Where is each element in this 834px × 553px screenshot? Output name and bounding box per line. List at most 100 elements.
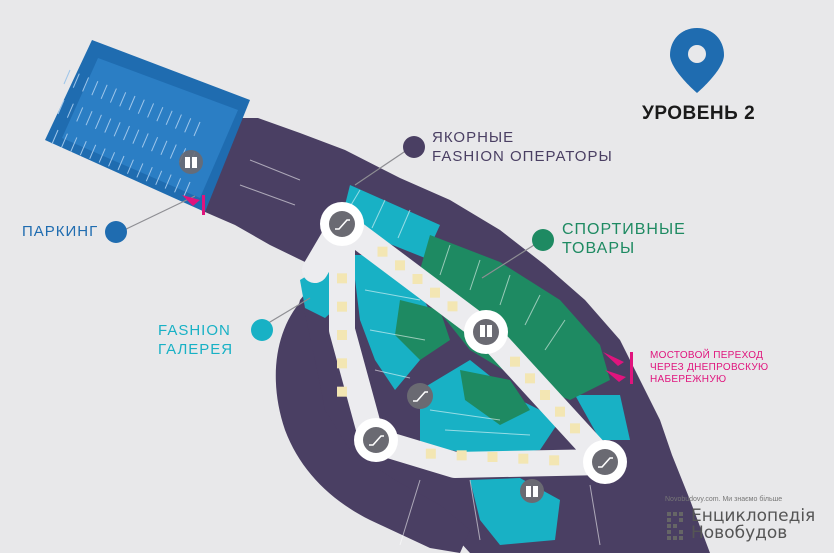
parking-stall-line bbox=[184, 118, 192, 133]
corridor-mark bbox=[377, 246, 388, 257]
corridor-mark bbox=[430, 287, 440, 298]
parking-stall-line bbox=[70, 137, 78, 152]
corridor-mark bbox=[540, 390, 550, 400]
parking-stall-line bbox=[151, 136, 159, 152]
corridor-mark bbox=[337, 301, 347, 312]
parking-stall-line bbox=[100, 84, 108, 100]
parking-stall-line bbox=[128, 95, 136, 111]
parking-stall-line bbox=[94, 114, 102, 130]
anchor-label-line1: ЯКОРНЫЕ bbox=[432, 129, 515, 146]
corridor-mark bbox=[412, 274, 423, 284]
parking-label: ПАРКИНГ bbox=[22, 222, 98, 241]
parking-stall-line bbox=[174, 178, 182, 193]
parking-stall-line bbox=[113, 122, 121, 137]
parking-stall-line bbox=[165, 110, 173, 126]
parking-stall-line bbox=[57, 99, 65, 115]
parking-stall-line bbox=[183, 181, 191, 197]
corridor-mark bbox=[337, 386, 347, 397]
parking-stall-line bbox=[63, 69, 71, 85]
parking-stall-line bbox=[117, 155, 125, 171]
corridor-mark bbox=[456, 450, 467, 461]
parking-stall-line bbox=[169, 144, 177, 159]
corridor-mark bbox=[425, 448, 436, 459]
watermark-line2: Новобудов bbox=[691, 523, 788, 543]
anchor-label: ЯКОРНЫЕ FASHION ОПЕРАТОРЫ bbox=[432, 128, 613, 166]
parking-stall-line bbox=[137, 99, 145, 114]
watermark: Novobudovy.com. Ми знаємо більше Енцикло… bbox=[665, 496, 830, 550]
level-title: УРОВЕНЬ 2 bbox=[642, 103, 756, 124]
parking-stall-line bbox=[72, 73, 80, 88]
parking-stall-line bbox=[51, 129, 59, 145]
south-elevator-hub[interactable] bbox=[520, 479, 544, 503]
parking-stall-line bbox=[160, 140, 168, 156]
parking-stall-line bbox=[104, 118, 112, 133]
corridor-mark bbox=[555, 406, 565, 417]
parking-stall-line bbox=[82, 77, 90, 92]
parking-stall-line bbox=[123, 125, 130, 141]
store-dividers bbox=[239, 159, 601, 546]
corridor-mark bbox=[510, 356, 520, 367]
parking-stall-line bbox=[108, 152, 116, 167]
bridge-note-line1: МОСТОВОЙ ПЕРЕХОД bbox=[650, 350, 764, 361]
hub-mid[interactable] bbox=[407, 383, 433, 409]
corridor-mark bbox=[487, 452, 498, 462]
fashion-label: FASHION ГАЛЕРЕЯ bbox=[158, 321, 233, 359]
sports-zone[interactable] bbox=[395, 235, 610, 425]
parking-callout-dot[interactable] bbox=[105, 221, 127, 243]
bridge-note-line3: НАБЕРЕЖНУЮ bbox=[650, 374, 727, 385]
location-pin-icon bbox=[670, 28, 724, 93]
corridor-mark bbox=[525, 373, 535, 384]
corridor-marks bbox=[337, 246, 580, 466]
anchor-store-west[interactable] bbox=[275, 300, 470, 553]
corridor-mark bbox=[337, 330, 347, 340]
hub-sw[interactable] bbox=[354, 418, 398, 462]
hub-nw[interactable] bbox=[320, 202, 364, 246]
anchor-callout-dot[interactable] bbox=[403, 136, 425, 158]
hub-se[interactable] bbox=[583, 440, 627, 484]
parking-stall-line bbox=[156, 106, 164, 122]
parking-stall-line bbox=[193, 121, 201, 137]
parking-elevator-hub[interactable] bbox=[179, 150, 203, 174]
parking-spots bbox=[51, 69, 201, 197]
parking-stall-line bbox=[132, 129, 140, 144]
corridor-mark bbox=[395, 260, 405, 271]
corridor-mark bbox=[549, 455, 560, 466]
bridge-note: МОСТОВОЙ ПЕРЕХОД ЧЕРЕЗ ДНЕПРОВСКУЮ НАБЕР… bbox=[650, 350, 768, 386]
parking-stall-line bbox=[85, 110, 93, 126]
sport-callout-dot[interactable] bbox=[532, 229, 554, 251]
parking-stall-line bbox=[174, 114, 182, 129]
watermark-logo-icon bbox=[667, 512, 683, 540]
parking-stall-line bbox=[141, 133, 149, 148]
watermark-line1: Енциклопедія bbox=[691, 506, 816, 526]
parking-stall-line bbox=[79, 140, 87, 156]
fashion-label-line2: ГАЛЕРЕЯ bbox=[158, 341, 234, 358]
callout-lines bbox=[119, 147, 543, 326]
parking-stall-line bbox=[60, 133, 68, 148]
parking-link-marker bbox=[182, 195, 205, 215]
watermark-caption: Novobudovy.com. Ми знаємо більше bbox=[665, 496, 783, 503]
elevator-icon bbox=[526, 486, 538, 497]
parking-stall-line bbox=[91, 80, 99, 96]
parking-stall-line bbox=[89, 144, 97, 160]
fashion-callout-dot[interactable] bbox=[251, 319, 273, 341]
corridor-mark bbox=[518, 453, 529, 464]
parking-stall-line bbox=[66, 103, 74, 118]
parking-stall-line bbox=[76, 107, 84, 122]
watermark-text: Енциклопедія Новобудов bbox=[691, 508, 815, 542]
building-outline bbox=[205, 118, 710, 553]
parking-stall-line bbox=[145, 166, 153, 182]
hub-center[interactable] bbox=[464, 310, 508, 354]
fashion-label-line1: FASHION bbox=[158, 322, 231, 339]
sport-label: СПОРТИВНЫЕ ТОВАРЫ bbox=[562, 220, 686, 258]
parking-stall-line bbox=[109, 88, 117, 103]
corridor-mark bbox=[570, 423, 580, 434]
anchor-label-line2: FASHION ОПЕРАТОРЫ bbox=[432, 148, 613, 165]
bridge-arrows-icon bbox=[603, 352, 633, 384]
sport-label-line1: СПОРТИВНЫЕ bbox=[562, 221, 686, 238]
corridor-mark bbox=[447, 301, 458, 312]
parking-stall-line bbox=[136, 163, 144, 178]
parking-stall-line bbox=[164, 174, 172, 189]
elevator-icon bbox=[185, 157, 197, 168]
parking-stall-line bbox=[147, 103, 155, 118]
